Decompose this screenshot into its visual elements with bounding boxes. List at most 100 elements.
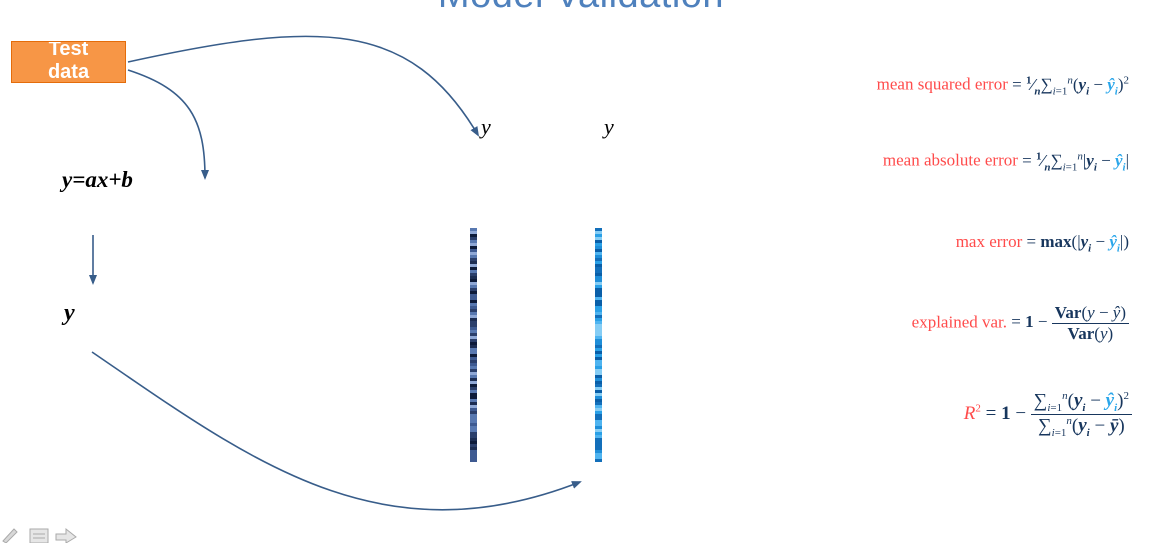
strip-segment (595, 438, 602, 441)
strip-segment (595, 405, 602, 408)
strip-segment (470, 456, 477, 459)
strip-segment (470, 375, 477, 378)
strip-segment (595, 417, 602, 420)
strip-segment (595, 351, 602, 354)
strip-segment (470, 411, 477, 414)
strip-segment (595, 444, 602, 447)
strip-segment (595, 363, 602, 366)
strip-segment (470, 231, 477, 234)
strip-segment (595, 315, 602, 318)
strip-segment (595, 324, 602, 327)
strip-segment (595, 234, 602, 237)
strip-segment (470, 297, 477, 300)
strip-segment (470, 315, 477, 318)
strip-segment (595, 261, 602, 264)
strip-segment (595, 231, 602, 234)
strip-segment (595, 390, 602, 393)
strip-segment (470, 435, 477, 438)
strip-segment (470, 360, 477, 363)
strip-segment (595, 420, 602, 423)
strip-segment (595, 258, 602, 261)
strip-segment (595, 426, 602, 429)
strip-segment (595, 423, 602, 426)
strip-segment (595, 297, 602, 300)
strip-segment (470, 291, 477, 294)
strip-segment (595, 303, 602, 306)
strip-segment (470, 450, 477, 453)
strip-segment (470, 321, 477, 324)
max-function: max (1040, 232, 1072, 251)
strip-segment (595, 411, 602, 414)
strip-segment (470, 381, 477, 384)
strip-segment (470, 234, 477, 237)
arrow-test-to-y-true (127, 35, 480, 137)
strip-segment (595, 300, 602, 303)
strip-segment (595, 372, 602, 375)
strip-segment (470, 399, 477, 402)
strip-segment (470, 303, 477, 306)
strip-segment (595, 348, 602, 351)
strip-segment (470, 228, 477, 231)
pencil-icon[interactable] (2, 528, 18, 543)
max-error-formula: max error = max(|yi − ŷi|) (955, 232, 1129, 255)
y-true-label: y (481, 114, 491, 139)
strip-segment (595, 330, 602, 333)
strip-segment (470, 390, 477, 393)
strip-segment (470, 282, 477, 285)
strip-segment (470, 273, 477, 276)
strip-segment (470, 318, 477, 321)
strip-segment (470, 258, 477, 261)
explained-variance-label: explained var. (911, 312, 1008, 332)
strip-segment (470, 270, 477, 273)
strip-segment (470, 267, 477, 270)
strip-segment (595, 456, 602, 459)
mae-label: mean absolute error (882, 150, 1018, 170)
strip-segment (470, 336, 477, 339)
strip-segment (595, 396, 602, 399)
strip-segment (470, 279, 477, 282)
strip-segment (595, 288, 602, 291)
arrow-right-icon[interactable] (55, 527, 77, 543)
y-true-column-bar (470, 228, 477, 462)
strip-segment (470, 438, 477, 441)
y-hat-column-bar (595, 228, 602, 462)
strip-segment (470, 423, 477, 426)
strip-segment (470, 414, 477, 417)
strip-segment (470, 405, 477, 408)
strip-segment (470, 243, 477, 246)
strip-segment (470, 327, 477, 330)
explained-variance-formula: explained var. = 1 − Var(y − ŷ)Var(y) (912, 303, 1129, 344)
strip-segment (595, 375, 602, 378)
strip-segment (595, 285, 602, 288)
r2-formula: R2 = 1 − ∑i=1n(yi − ŷi)2∑i=1n(yi − ȳ) (964, 390, 1132, 439)
strip-segment (470, 249, 477, 252)
strip-segment (470, 342, 477, 345)
strip-segment (595, 267, 602, 270)
strip-segment (595, 345, 602, 348)
strip-segment (470, 345, 477, 348)
slide-menu-icon[interactable] (29, 528, 49, 543)
strip-segment (470, 264, 477, 267)
strip-segment (470, 261, 477, 264)
strip-segment (470, 333, 477, 336)
strip-segment (470, 330, 477, 333)
strip-segment (595, 414, 602, 417)
strip-segment (470, 309, 477, 312)
strip-segment (595, 381, 602, 384)
strip-segment (470, 369, 477, 372)
strip-segment (470, 312, 477, 315)
r2-label: R (963, 402, 976, 424)
arrow-prediction-to-y-hat (91, 351, 582, 511)
strip-segment (470, 444, 477, 447)
strip-segment (470, 255, 477, 258)
arrow-test-to-model (127, 69, 209, 180)
strip-segment (470, 420, 477, 423)
strip-segment (595, 354, 602, 357)
strip-segment (595, 249, 602, 252)
strip-segment (595, 246, 602, 249)
strip-segment (595, 393, 602, 396)
strip-segment (595, 309, 602, 312)
strip-segment (595, 270, 602, 273)
max-error-label: max error (955, 232, 1023, 251)
